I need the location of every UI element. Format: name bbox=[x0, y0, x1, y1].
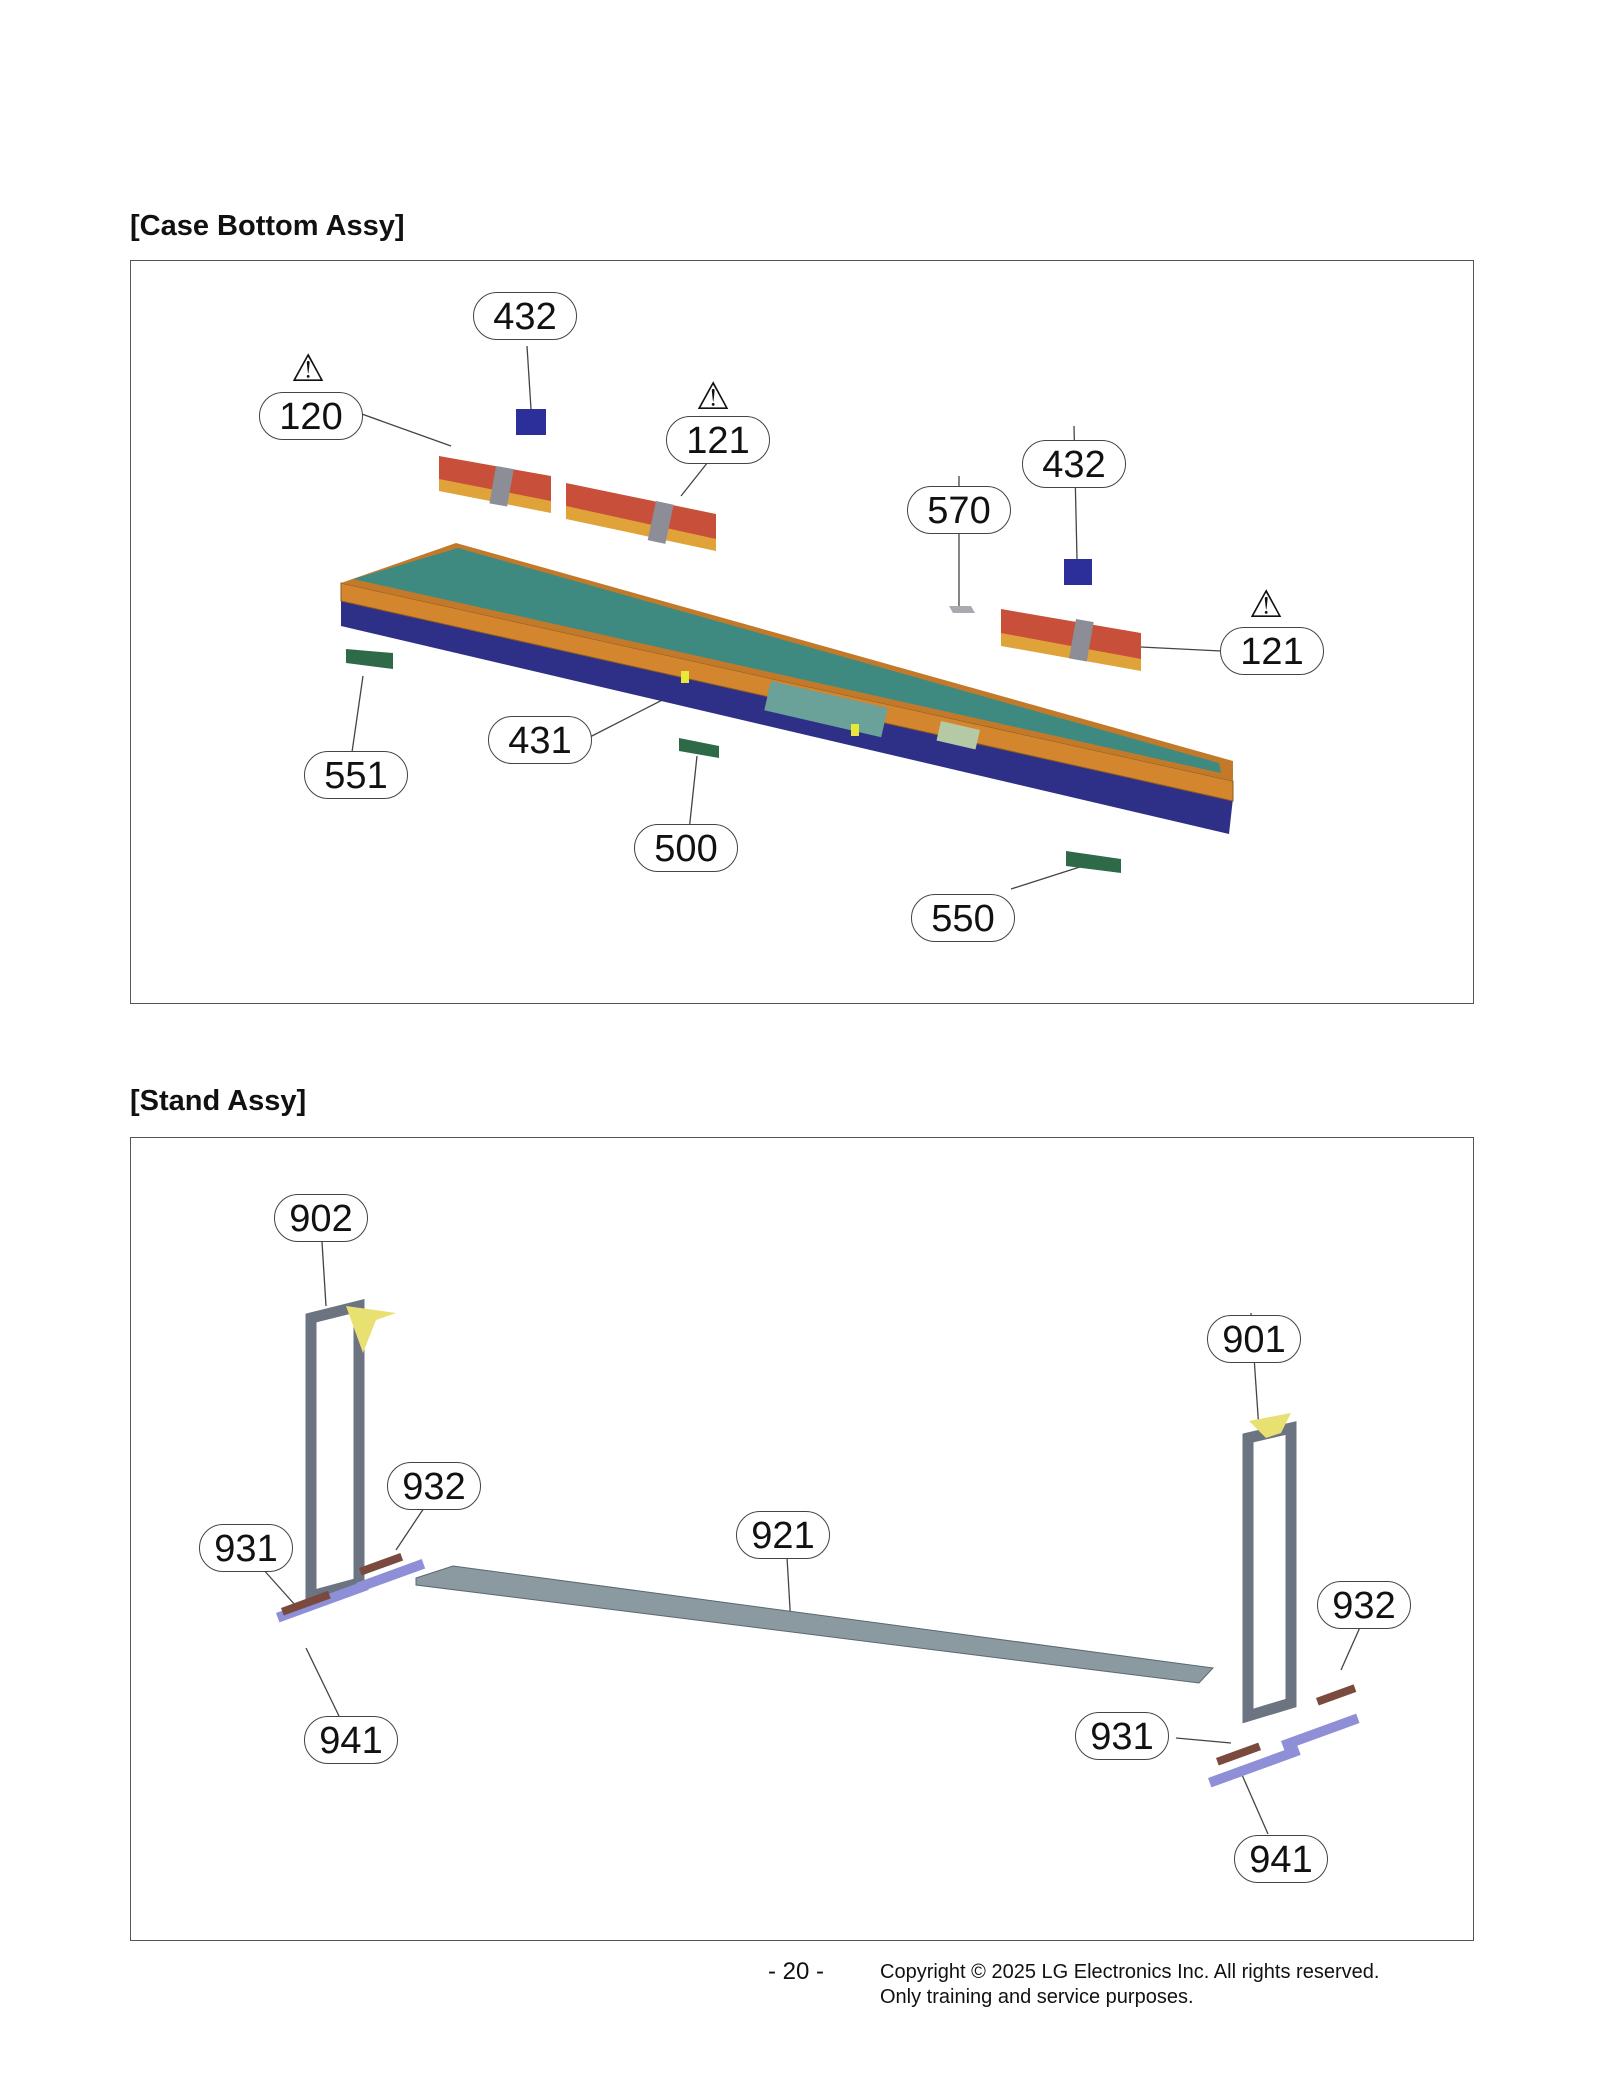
speaker-120 bbox=[439, 456, 551, 513]
copyright-line-1: Copyright © 2025 LG Electronics Inc. All… bbox=[880, 1961, 1380, 1983]
callout-932-left: 932 bbox=[387, 1462, 481, 1510]
part-550 bbox=[1066, 851, 1121, 873]
part-432-right bbox=[1064, 559, 1092, 585]
stand-base-plate-921 bbox=[415, 1565, 1215, 1684]
stand-leg-902 bbox=[276, 1298, 426, 1623]
callout-432-right: 432 bbox=[1022, 440, 1126, 488]
callout-551: 551 bbox=[304, 751, 408, 799]
callout-120: 120 bbox=[259, 392, 363, 440]
warning-icon: ⚠ bbox=[1249, 584, 1284, 626]
callout-932-right: 932 bbox=[1317, 1581, 1411, 1629]
copyright-notice: Copyright © 2025 LG Electronics Inc. All… bbox=[880, 1960, 1379, 2010]
case-bottom-tray bbox=[340, 543, 1234, 834]
callout-902: 902 bbox=[274, 1194, 368, 1242]
speaker-121-right bbox=[1001, 609, 1141, 671]
warning-icon: ⚠ bbox=[291, 348, 326, 390]
part-570 bbox=[949, 606, 975, 613]
callout-121-left: 121 bbox=[666, 416, 770, 464]
case-bottom-diagram: 432 ⚠ 120 ⚠ 121 432 570 ⚠ 121 431 551 50… bbox=[130, 260, 1474, 1004]
callout-431: 431 bbox=[488, 716, 592, 764]
part-432-left bbox=[516, 409, 546, 435]
case-bottom-drawing bbox=[340, 345, 1234, 890]
speaker-121-left bbox=[566, 483, 716, 551]
stand-drawing bbox=[261, 1241, 1362, 1835]
callout-432-left: 432 bbox=[473, 292, 577, 340]
copyright-line-2: Only training and service purposes. bbox=[880, 1986, 1194, 2008]
section-title-stand: [Stand Assy] bbox=[130, 1085, 307, 1117]
callout-931-right: 931 bbox=[1075, 1712, 1169, 1760]
callout-941-right: 941 bbox=[1234, 1835, 1328, 1883]
callout-921: 921 bbox=[736, 1511, 830, 1559]
stand-leg-901 bbox=[1208, 1413, 1360, 1788]
stand-diagram: 902 901 932 931 921 932 941 931 941 bbox=[130, 1137, 1474, 1941]
warning-icon: ⚠ bbox=[696, 376, 731, 418]
part-551 bbox=[346, 649, 393, 669]
callout-500: 500 bbox=[634, 824, 738, 872]
callout-550: 550 bbox=[911, 894, 1015, 942]
page-number: - 20 - bbox=[768, 1958, 825, 1985]
callout-570: 570 bbox=[907, 486, 1011, 534]
callout-121-right: 121 bbox=[1220, 627, 1324, 675]
callout-901: 901 bbox=[1207, 1315, 1301, 1363]
callout-931-left: 931 bbox=[199, 1524, 293, 1572]
section-title-case-bottom: [Case Bottom Assy] bbox=[130, 210, 405, 242]
callout-941-left: 941 bbox=[304, 1716, 398, 1764]
part-500 bbox=[679, 738, 719, 758]
